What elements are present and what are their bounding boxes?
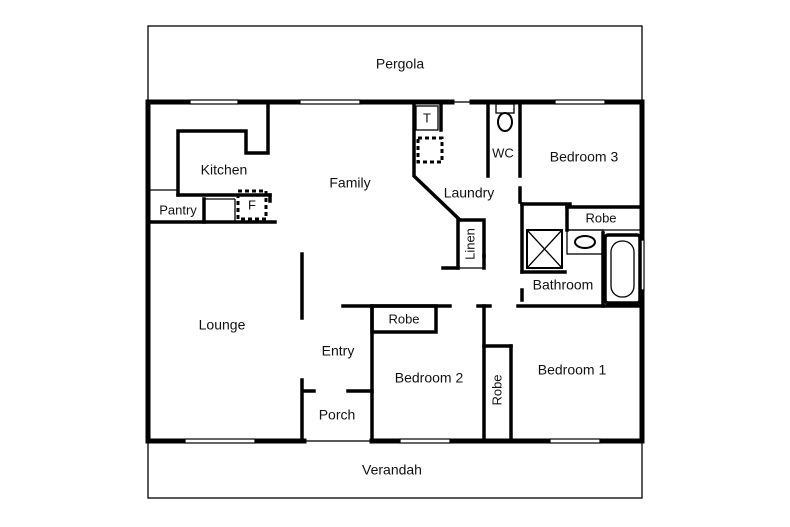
bath-inner: [610, 240, 635, 298]
label-toilet-fixture: T: [423, 110, 431, 125]
label-robe-bed3: Robe: [585, 210, 616, 225]
label-verandah: Verandah: [362, 462, 422, 478]
bath-outline: [603, 233, 642, 305]
label-entry: Entry: [322, 343, 355, 359]
label-pergola: Pergola: [376, 56, 424, 72]
label-laundry: Laundry: [444, 185, 495, 201]
windows: [184, 99, 645, 444]
washer-box: [416, 136, 444, 164]
label-bedroom1: Bedroom 1: [538, 362, 607, 378]
laundry-tub-box: [415, 105, 439, 131]
fixtures: [236, 103, 642, 305]
room-labels: Pergola Kitchen Family Pantry F T Laundr…: [159, 56, 618, 478]
label-pantry: Pantry: [159, 202, 197, 217]
label-robe-bed2: Robe: [388, 311, 419, 326]
interior-walls: [146, 100, 644, 443]
toilet-bowl: [497, 112, 513, 132]
label-family: Family: [329, 175, 370, 191]
label-robe-bed1: Robe: [489, 374, 504, 405]
label-bedroom2: Bedroom 2: [395, 370, 464, 386]
label-lounge: Lounge: [199, 317, 246, 333]
label-linen: Linen: [462, 228, 477, 260]
label-bathroom: Bathroom: [533, 277, 594, 293]
toilet-cistern: [495, 103, 515, 114]
fridge-box: [236, 189, 268, 221]
label-wc: WC: [492, 145, 514, 160]
label-fridge: F: [248, 197, 256, 212]
label-porch: Porch: [319, 407, 356, 423]
label-bedroom3: Bedroom 3: [550, 149, 619, 165]
basin: [574, 235, 596, 249]
label-kitchen: Kitchen: [201, 162, 248, 178]
vanity: [566, 229, 604, 255]
